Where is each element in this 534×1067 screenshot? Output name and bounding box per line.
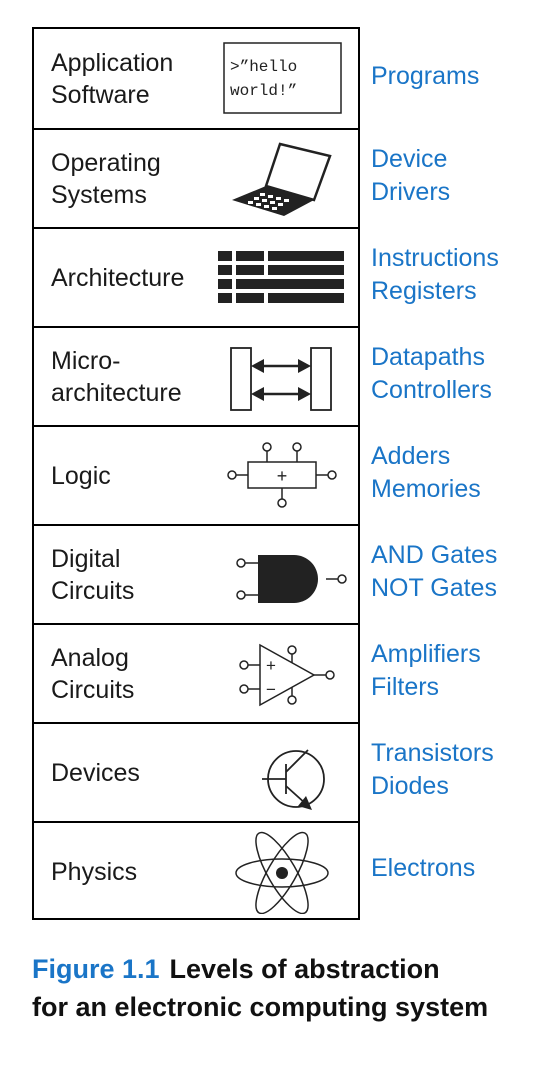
datapath-icon	[214, 336, 354, 419]
level-logic: Logic +	[34, 425, 358, 524]
op-amp-minus: −	[266, 680, 276, 699]
level-label-line: Logic	[51, 461, 111, 490]
examples-physics: Electrons	[371, 819, 531, 918]
example-item: Controllers	[371, 375, 492, 404]
example-item: Datapaths	[371, 342, 485, 371]
level-label-line: Devices	[51, 758, 140, 787]
level-label-line: Analog	[51, 643, 129, 672]
level-label: Architecture	[51, 229, 231, 326]
example-item: NOT Gates	[371, 573, 497, 602]
examples-analog-circuits: Amplifiers Filters	[371, 621, 531, 720]
example-item: Electrons	[371, 854, 476, 882]
example-item: Instructions	[371, 243, 499, 272]
and-gate-icon	[214, 534, 354, 617]
laptop-icon	[214, 138, 354, 221]
example-item: Amplifiers	[371, 639, 481, 668]
level-label-line: architecture	[51, 378, 182, 407]
example-item: Adders	[371, 441, 451, 470]
examples-architecture: Instructions Registers	[371, 225, 531, 324]
level-operating-systems: Operating Systems	[34, 128, 358, 227]
examples-application-software: Programs	[371, 27, 531, 126]
instruction-format-icon	[214, 237, 354, 320]
level-label: Operating Systems	[51, 130, 231, 227]
level-label-line: Operating	[51, 148, 161, 177]
level-label: Physics	[51, 823, 231, 920]
level-architecture: Architecture	[34, 227, 358, 326]
level-physics: Physics	[34, 821, 358, 920]
level-label: Devices	[51, 724, 231, 821]
level-label: Application Software	[51, 29, 231, 128]
example-item: Registers	[371, 276, 477, 305]
level-label: Digital Circuits	[51, 526, 231, 623]
level-label-line: Physics	[51, 857, 138, 886]
abstraction-stack: Application Software >”hello world!” Ope…	[32, 27, 360, 920]
examples-devices: Transistors Diodes	[371, 720, 531, 819]
adder-symbol: +	[277, 466, 288, 486]
level-label-line: Application	[51, 48, 174, 77]
level-label-line: Circuits	[51, 675, 135, 704]
caption-line: for an electronic computing system	[32, 992, 489, 1022]
level-devices: Devices	[34, 722, 358, 821]
hello-world-code-icon: >”hello world!”	[214, 37, 354, 120]
level-microarchitecture: Micro- architecture	[34, 326, 358, 425]
example-item: Drivers	[371, 177, 451, 206]
op-amp-plus: +	[266, 656, 276, 675]
examples-operating-systems: Device Drivers	[371, 126, 531, 225]
level-label: Micro- architecture	[51, 328, 231, 425]
code-line: >”hello	[230, 58, 297, 76]
level-label-line: Digital	[51, 544, 121, 573]
examples-logic: Adders Memories	[371, 423, 531, 522]
example-item: AND Gates	[371, 540, 498, 569]
adder-block-icon: +	[214, 435, 354, 518]
example-item: Device	[371, 144, 448, 173]
level-label-line: Systems	[51, 180, 147, 209]
examples-microarchitecture: Datapaths Controllers	[371, 324, 531, 423]
figure-caption: Figure 1.1 Levels of abstraction for an e…	[32, 950, 522, 1026]
level-analog-circuits: Analog Circuits + −	[34, 623, 358, 722]
figure-number: Figure 1.1	[32, 954, 160, 984]
example-item: Memories	[371, 474, 481, 503]
example-item: Programs	[371, 62, 480, 90]
example-item: Filters	[371, 672, 440, 701]
examples-digital-circuits: AND Gates NOT Gates	[371, 522, 531, 621]
caption-text: Levels of abstraction	[169, 954, 440, 984]
level-digital-circuits: Digital Circuits	[34, 524, 358, 623]
level-label-line: Circuits	[51, 576, 135, 605]
level-label-line: Software	[51, 80, 150, 109]
caption-line: Figure 1.1 Levels of abstraction	[32, 950, 522, 988]
level-application-software: Application Software >”hello world!”	[34, 29, 358, 128]
code-line: world!”	[230, 82, 297, 100]
atom-icon	[214, 831, 354, 914]
level-label: Analog Circuits	[51, 625, 231, 722]
op-amp-icon: + −	[214, 633, 354, 716]
level-label: Logic	[51, 427, 231, 524]
level-label-line: Micro-	[51, 346, 121, 375]
example-item: Transistors	[371, 738, 494, 767]
level-label-line: Architecture	[51, 263, 185, 292]
transistor-icon	[214, 732, 354, 815]
example-item: Diodes	[371, 771, 449, 800]
